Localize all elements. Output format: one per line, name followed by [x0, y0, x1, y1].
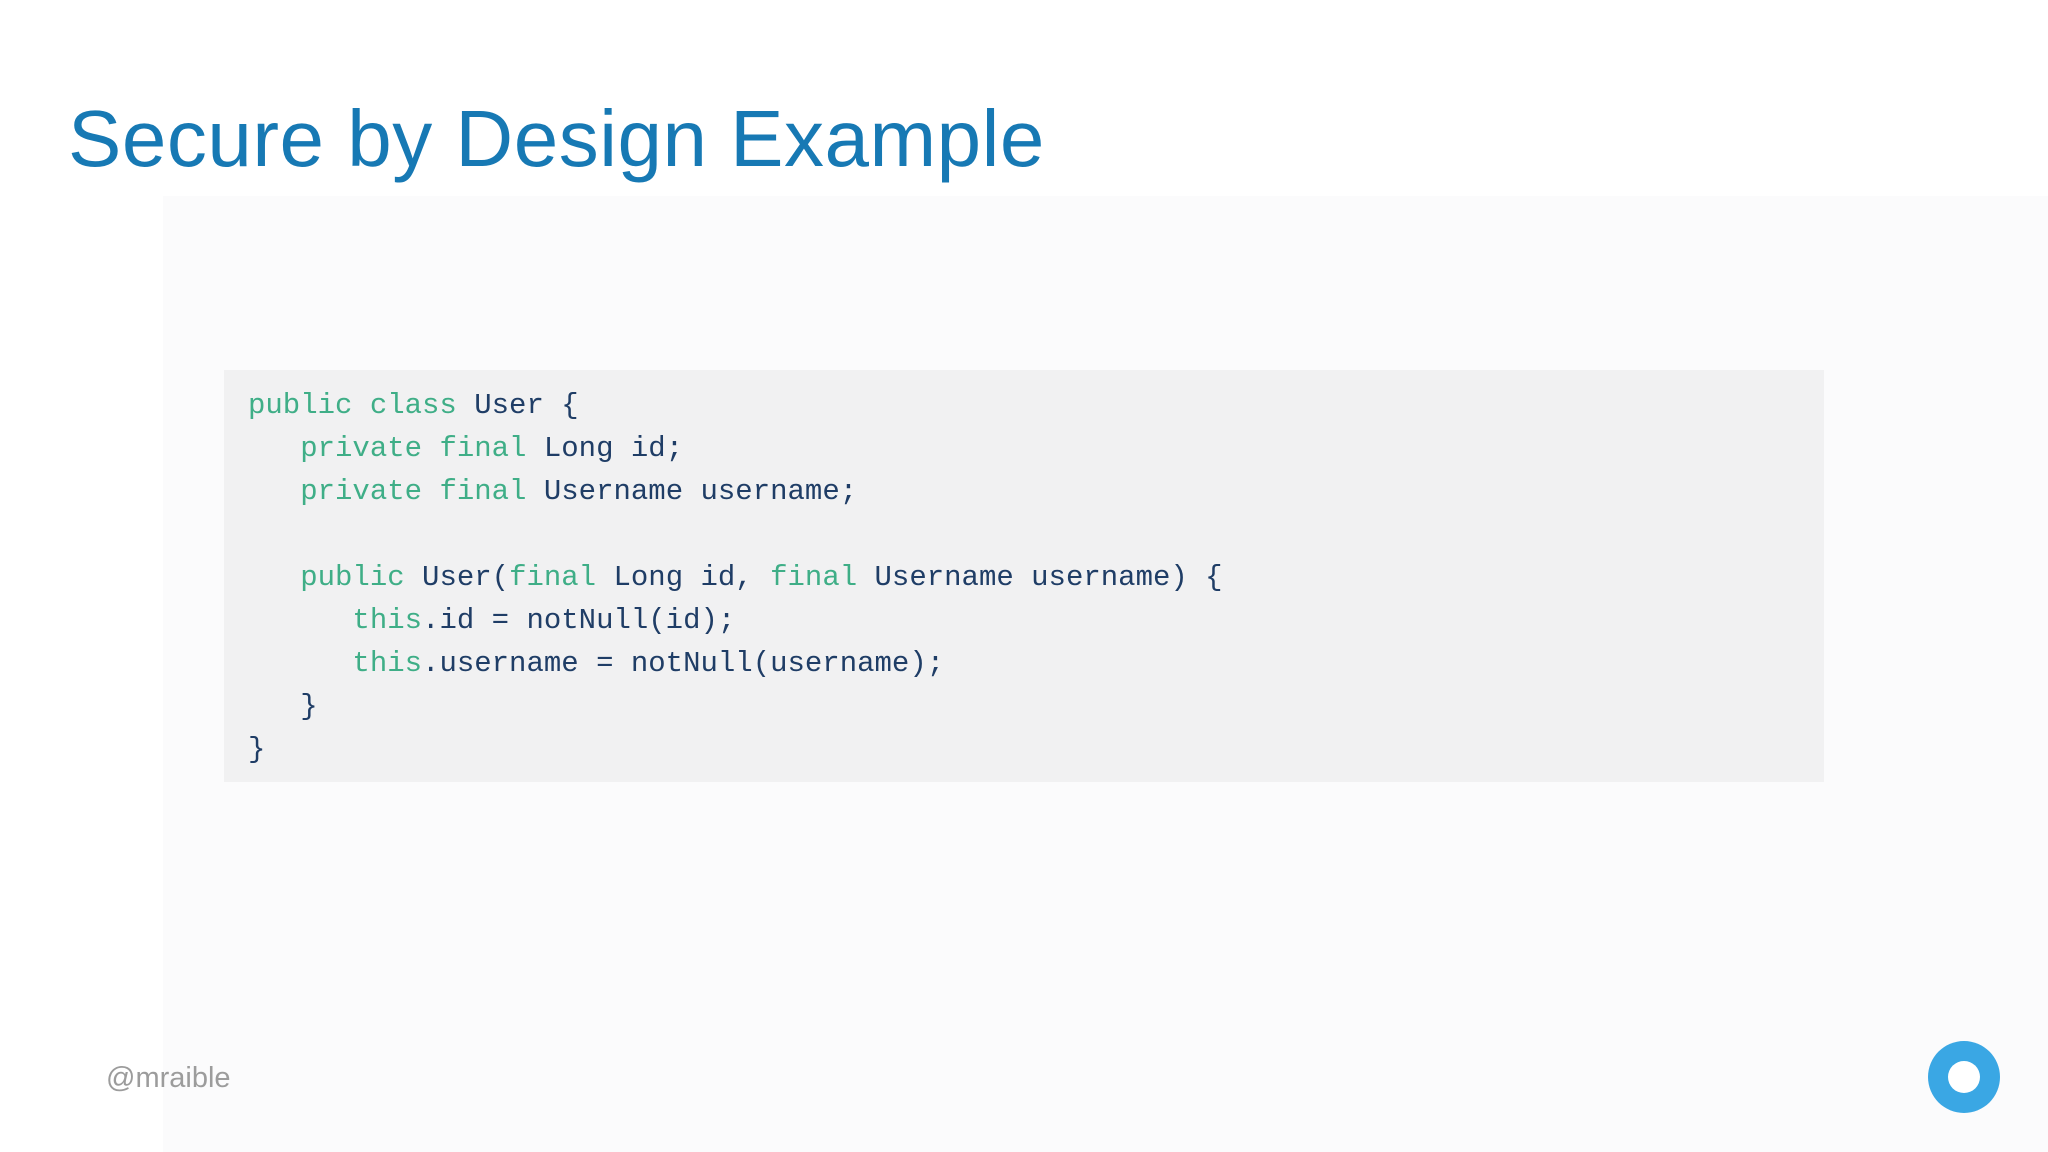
- code-text: }: [248, 733, 266, 766]
- code-line: private final Username username;: [248, 470, 1824, 513]
- code-keyword: public class: [248, 389, 457, 422]
- ring-logo-icon: [1928, 1041, 2000, 1113]
- code-text: User(: [404, 561, 510, 594]
- code-keyword: private final: [300, 432, 527, 465]
- code-listing: public class User { private final Long i…: [248, 384, 1824, 771]
- code-keyword: final: [509, 561, 597, 594]
- code-keyword: public: [300, 561, 405, 594]
- code-keyword: this: [352, 604, 423, 637]
- code-line: this.username = notNull(username);: [248, 642, 1824, 685]
- code-line: }: [248, 685, 1824, 728]
- code-keyword: final: [770, 561, 858, 594]
- code-text: Username username) {: [857, 561, 1223, 594]
- code-text: [248, 561, 300, 594]
- code-text: Long id,: [596, 561, 771, 594]
- code-line: this.id = notNull(id);: [248, 599, 1824, 642]
- code-text: .username = notNull(username);: [422, 647, 945, 680]
- code-block: public class User { private final Long i…: [224, 370, 1824, 782]
- code-text: }: [248, 690, 318, 723]
- code-keyword: this: [352, 647, 423, 680]
- code-text: .id = notNull(id);: [422, 604, 736, 637]
- code-line: public class User {: [248, 384, 1824, 427]
- code-line: }: [248, 728, 1824, 771]
- code-text: Long id;: [526, 432, 684, 465]
- code-keyword: private final: [300, 475, 527, 508]
- slide-title: Secure by Design Example: [68, 94, 1045, 183]
- code-text: [248, 647, 352, 680]
- code-line: [248, 513, 1824, 556]
- twitter-handle: @mraible: [106, 1062, 231, 1094]
- code-text: [248, 475, 300, 508]
- code-text: User {: [456, 389, 579, 422]
- code-text: [248, 604, 352, 637]
- code-line: public User(final Long id, final Usernam…: [248, 556, 1824, 599]
- code-line: private final Long id;: [248, 427, 1824, 470]
- code-text: [248, 432, 300, 465]
- code-text: Username username;: [526, 475, 858, 508]
